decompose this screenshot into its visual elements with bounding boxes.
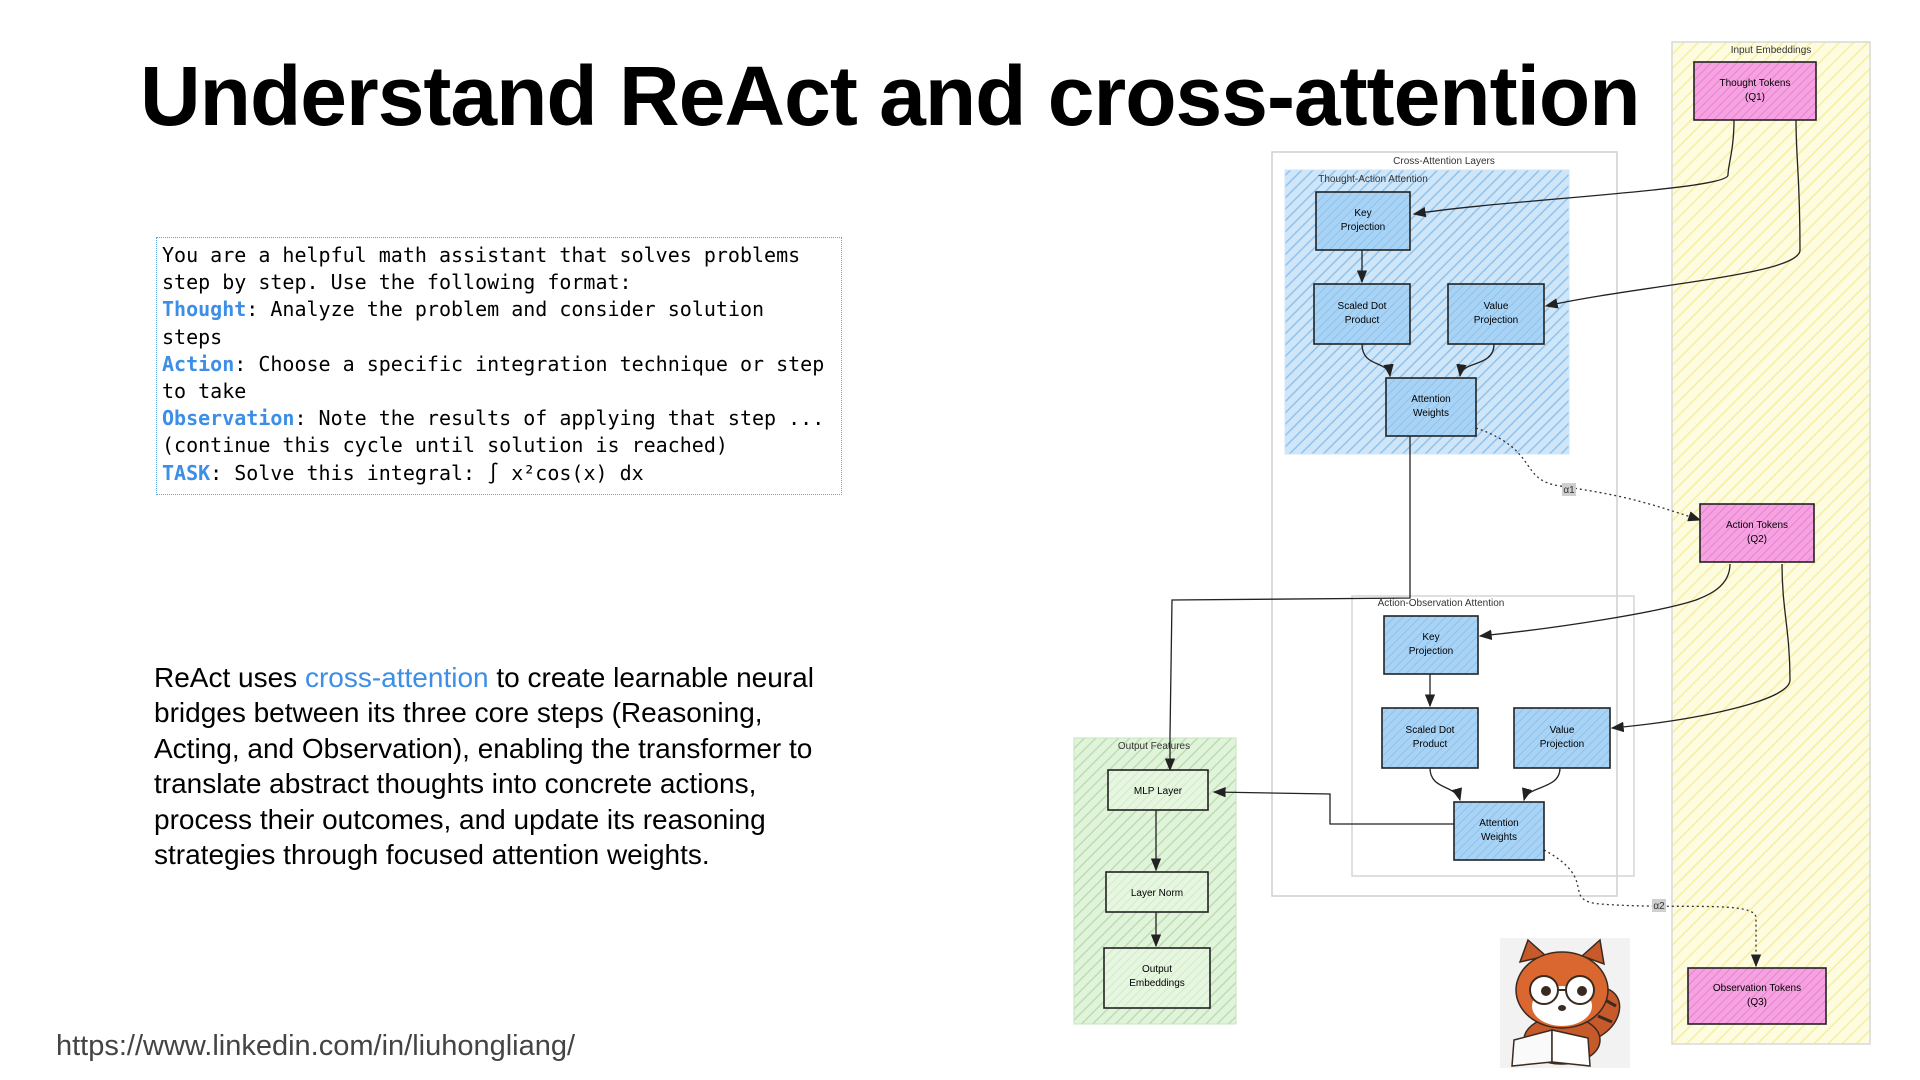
output-embeddings-node: Output Embeddings	[1103, 947, 1211, 1009]
svg-text:Projection: Projection	[1409, 646, 1453, 657]
svg-text:Key: Key	[1354, 208, 1371, 219]
thought-tokens-node: Thought Tokens (Q1)	[1693, 61, 1817, 121]
output-features-label: Output Features	[1118, 741, 1190, 752]
svg-text:Value: Value	[1550, 725, 1575, 736]
svg-text:Action Tokens: Action Tokens	[1726, 520, 1788, 531]
svg-text:Observation Tokens: Observation Tokens	[1713, 983, 1801, 994]
svg-text:Layer Norm: Layer Norm	[1131, 888, 1183, 899]
svg-text:Attention: Attention	[1411, 394, 1450, 405]
input-embeddings-label: Input Embeddings	[1731, 45, 1812, 56]
alpha2-tag: α2	[1652, 899, 1666, 912]
observation-keyword: Observation	[162, 406, 295, 431]
svg-text:(Q2): (Q2)	[1747, 534, 1767, 545]
edge-q1-to-ta-key	[1412, 119, 1735, 218]
svg-text:Weights: Weights	[1481, 832, 1517, 843]
description-text: ReAct uses	[154, 662, 305, 693]
prompt-line: to take	[162, 379, 247, 404]
svg-text:Product: Product	[1345, 315, 1380, 326]
svg-text:(Q3): (Q3)	[1747, 997, 1767, 1008]
prompt-line: step by step. Use the following format:	[162, 270, 632, 295]
description-paragraph: ReAct uses cross-attention to create lea…	[154, 660, 844, 872]
prompt-observation-line: Observation: Note the results of applyin…	[162, 405, 836, 432]
thought-action-attention-label: Thought-Action Attention	[1318, 174, 1428, 185]
action-keyword: Action	[162, 351, 235, 376]
edge-alpha1	[1475, 427, 1702, 522]
ao-value-projection-node: Value Projection	[1513, 707, 1611, 769]
action-text: : Choose a specific integration techniqu…	[234, 351, 825, 376]
ao-key-projection-node: Key Projection	[1383, 615, 1479, 675]
ta-key-projection-node: Key Projection	[1315, 191, 1411, 251]
svg-text:Projection: Projection	[1540, 739, 1584, 750]
edge-ta-value-to-weights	[1456, 343, 1495, 378]
prompt-line: (continue this cycle until solution is r…	[162, 433, 728, 458]
alpha1-tag: α1	[1562, 483, 1576, 496]
edge-q1-to-ta-value	[1544, 119, 1801, 309]
prompt-action-line: Action: Choose a specific integration te…	[162, 351, 836, 378]
svg-text:Projection: Projection	[1474, 315, 1518, 326]
task-text: : Solve this integral: ∫ x²cos(x) dx	[210, 460, 644, 485]
thought-keyword: Thought	[162, 297, 247, 322]
svg-text:Value: Value	[1484, 301, 1509, 312]
edge-ao-scaled-to-weights	[1429, 767, 1462, 802]
edge-q2-to-ao-value	[1610, 563, 1791, 733]
ta-scaled-dot-product-node: Scaled Dot Product	[1313, 283, 1411, 345]
alpha-connectors	[1475, 427, 1762, 968]
mlp-layer-node: MLP Layer	[1107, 769, 1209, 811]
svg-text:Weights: Weights	[1413, 408, 1449, 419]
svg-text:Scaled Dot: Scaled Dot	[1338, 301, 1387, 312]
svg-text:Embeddings: Embeddings	[1129, 978, 1185, 989]
svg-text:α2: α2	[1653, 901, 1665, 912]
ao-scaled-dot-product-node: Scaled Dot Product	[1381, 707, 1479, 769]
edge-ao-value-to-weights	[1522, 767, 1561, 802]
svg-text:Thought Tokens: Thought Tokens	[1720, 78, 1791, 89]
connectors	[1150, 119, 1801, 948]
footer-url[interactable]: https://www.linkedin.com/in/liuhongliang…	[56, 1030, 576, 1062]
svg-text:Projection: Projection	[1341, 222, 1385, 233]
svg-text:Scaled Dot: Scaled Dot	[1406, 725, 1455, 736]
cross-attention-layers-panel: Cross-Attention Layers	[1271, 151, 1618, 897]
cross-attention-highlight: cross-attention	[304, 662, 489, 693]
action-observation-attention-label: Action-Observation Attention	[1378, 598, 1505, 609]
action-observation-attention-panel: Action-Observation Attention	[1351, 595, 1635, 877]
edge-ta-weights-to-mlp	[1164, 436, 1411, 772]
svg-text:Output: Output	[1142, 964, 1172, 975]
layer-norm-node: Layer Norm	[1105, 871, 1209, 913]
action-tokens-node: Action Tokens (Q2)	[1699, 503, 1815, 563]
ta-attention-weights-node: Attention Weights	[1385, 377, 1477, 437]
svg-text:Product: Product	[1413, 739, 1448, 750]
edge-ta-scaled-to-weights	[1361, 343, 1394, 378]
thought-text: : Analyze the problem and consider solut…	[246, 297, 765, 322]
prompt-line: You are a helpful math assistant that so…	[162, 243, 801, 267]
svg-text:α1: α1	[1563, 485, 1575, 496]
prompt-task-line: TASK: Solve this integral: ∫ x²cos(x) dx	[162, 460, 836, 487]
description-text: to create learnable neural bridges betwe…	[154, 662, 814, 871]
red-panda-mascot-icon	[1500, 938, 1630, 1068]
slide-title: Understand ReAct and cross-attention	[140, 49, 1641, 143]
edge-ao-weights-to-mlp	[1212, 787, 1454, 825]
task-keyword: TASK	[162, 460, 211, 485]
svg-text:Attention: Attention	[1479, 818, 1518, 829]
edge-q2-to-ao-key	[1478, 563, 1731, 641]
cross-attention-layers-label: Cross-Attention Layers	[1393, 156, 1495, 167]
svg-text:(Q1): (Q1)	[1745, 92, 1765, 103]
prompt-thought-line: Thought: Analyze the problem and conside…	[162, 296, 836, 323]
system-prompt-box: You are a helpful math assistant that so…	[156, 237, 842, 495]
edge-alpha2	[1543, 849, 1762, 968]
prompt-line: steps	[162, 324, 223, 349]
ao-attention-weights-node: Attention Weights	[1453, 801, 1545, 861]
observation-text: : Note the results of applying that step…	[294, 406, 825, 431]
svg-text:MLP Layer: MLP Layer	[1134, 786, 1183, 797]
svg-text:Key: Key	[1422, 632, 1439, 643]
ta-value-projection-node: Value Projection	[1447, 283, 1545, 345]
observation-tokens-node: Observation Tokens (Q3)	[1687, 967, 1827, 1025]
